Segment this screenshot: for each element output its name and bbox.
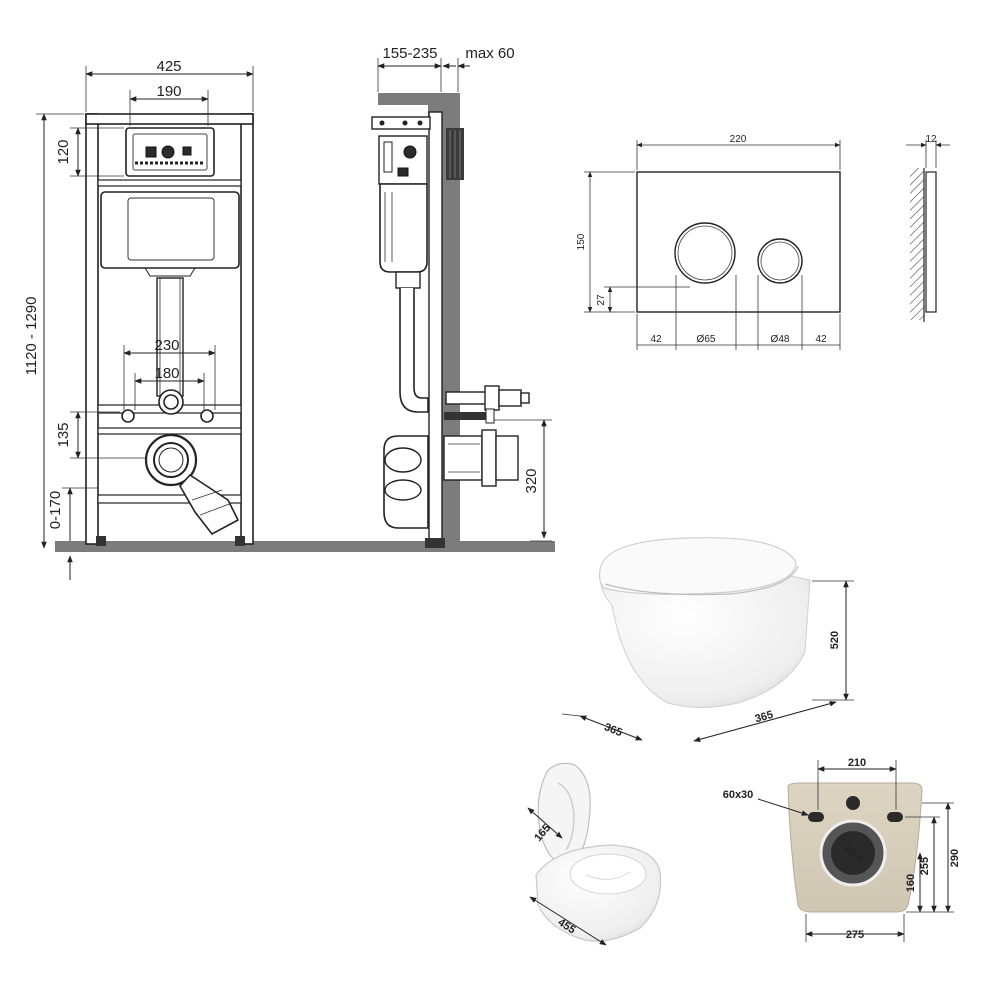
- dim-floor-adjust: 0-170: [47, 491, 64, 529]
- toilet-open-view: 165 455: [527, 762, 662, 946]
- dim-anchor-height: 135: [55, 422, 72, 447]
- toilet-lid: [598, 537, 797, 595]
- mount-hole-right: [887, 812, 903, 822]
- dim-plate-d65: Ø65: [697, 334, 716, 345]
- dim-plate-220: 220: [730, 134, 747, 145]
- dim-plate-27: 27: [596, 294, 607, 306]
- dim-back-160: 160: [905, 874, 917, 892]
- dim-anchor-inner: 180: [154, 365, 179, 382]
- dim-plate-150: 150: [576, 233, 587, 250]
- toilet-3d-view: 520 365 365: [561, 537, 854, 743]
- mount-hole-left: [808, 812, 824, 822]
- frame-front-view: 425 190 120 1120 - 1290 230 180 135 0: [23, 58, 555, 580]
- frame-side-view: 155-235 max 60 320: [371, 45, 552, 548]
- dim-plate-42-right: 42: [815, 334, 827, 345]
- flush-plate: [636, 171, 841, 313]
- dim-toilet-520: 520: [829, 631, 841, 649]
- dim-plate-height: 120: [55, 139, 72, 164]
- dim-plate-12: 12: [925, 134, 937, 145]
- flush-button-small: [757, 238, 803, 284]
- dim-plate-42-left: 42: [650, 334, 662, 345]
- flush-button-large: [674, 222, 736, 284]
- toilet-back-view: Ø110 60x30 210 160 255 290 275: [723, 757, 961, 942]
- dim-wall-max: max 60: [465, 45, 514, 62]
- dim-anchor-outer: 230: [154, 337, 179, 354]
- frame-left-post: [85, 113, 99, 545]
- anchor-left: [121, 409, 135, 423]
- dim-frame-width: 425: [156, 58, 181, 75]
- dim-plate-d48: Ø48: [771, 334, 790, 345]
- dim-toilet-365-depth: 365: [602, 721, 624, 739]
- anchor-right: [200, 409, 214, 423]
- floor: [55, 541, 555, 552]
- dim-side-depth: 155-235: [382, 45, 437, 62]
- dim-hole-size: 60x30: [723, 789, 754, 801]
- frame-right-post: [240, 113, 254, 545]
- dim-pipe-height: 320: [523, 468, 540, 493]
- dim-toilet-365-width: 365: [754, 709, 775, 726]
- flush-plate-drawing: 220 150 27 42 Ø65 Ø48 42 12: [576, 134, 950, 350]
- dim-hole-spacing: 210: [848, 757, 866, 769]
- dim-plate-width: 190: [156, 83, 181, 100]
- dim-back-255: 255: [919, 857, 931, 875]
- dim-back-290: 290: [949, 849, 961, 867]
- dim-base-width: 275: [846, 929, 864, 941]
- dim-total-height: 1120 - 1290: [23, 297, 40, 376]
